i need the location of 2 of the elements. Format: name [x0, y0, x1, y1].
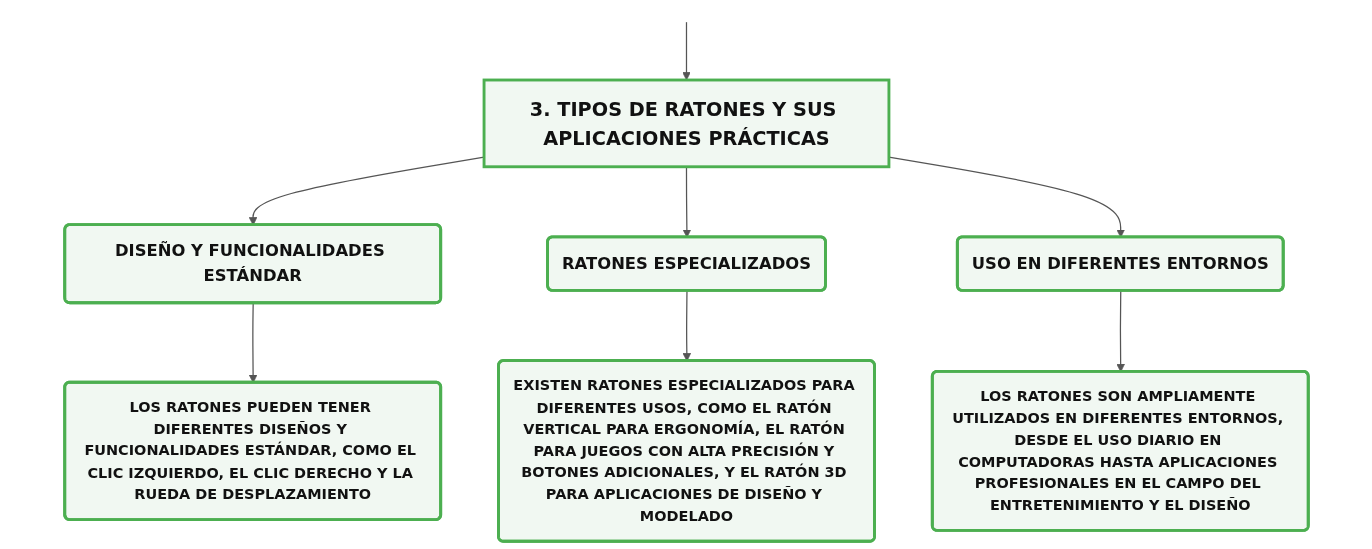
arrow — [681, 21, 691, 81]
node-box: 3. TIPOS DE RATONES Y SUS APLICACIONES PRÁCTICAS — [482, 78, 890, 169]
